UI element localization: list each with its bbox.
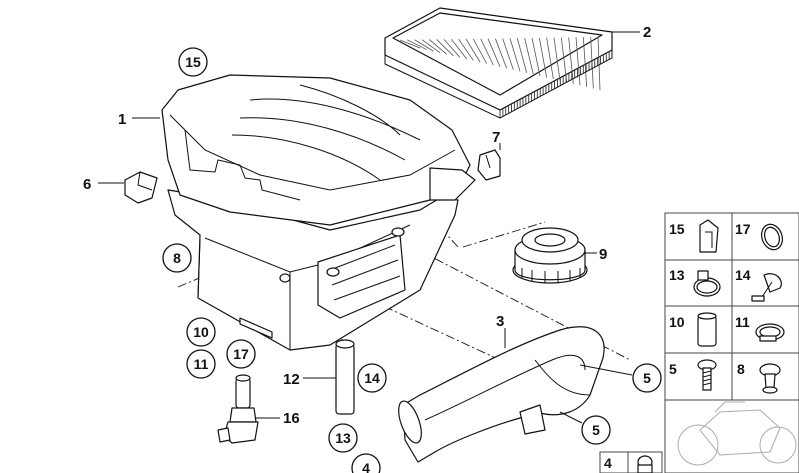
grommet-icon — [637, 455, 653, 473]
panel-number-p15: 15 — [669, 221, 685, 237]
callout-circle — [351, 453, 381, 473]
callout-circle — [162, 243, 192, 273]
pleat-line — [502, 38, 514, 70]
callout-circle — [186, 349, 216, 379]
pleat-line — [407, 39, 427, 50]
pleat-line — [443, 39, 461, 58]
panel-number-p11: 11 — [735, 314, 750, 330]
clip-icon — [699, 219, 719, 253]
callout-circle — [632, 363, 662, 393]
circled-callouts: 15 8 10 11 17 14 13 5 5 4 — [162, 47, 662, 473]
callout-c6: 6 — [83, 176, 91, 193]
circled-callout-cc10: 10 — [186, 317, 216, 347]
pleat-line — [509, 38, 521, 72]
pleat-line — [451, 38, 467, 60]
pleat-line — [399, 39, 421, 49]
screw-icon — [697, 359, 717, 391]
circled-callout-cc8: 8 — [162, 243, 192, 273]
callout-c16: 16 — [283, 410, 300, 427]
parts-panel-numbers: 15 17 13 14 10 11 5 8 4 — [604, 221, 751, 471]
callout-circle — [186, 317, 216, 347]
pleat-line — [546, 37, 554, 80]
callout-number: 8 — [173, 250, 181, 266]
clamp-icon — [755, 323, 785, 342]
callout-circle — [178, 47, 208, 77]
panel-number-p17: 17 — [735, 221, 751, 237]
pleat-line — [516, 38, 528, 73]
pleat-line — [487, 38, 501, 67]
pleat-line — [421, 39, 441, 53]
panel-number-p5: 5 — [669, 361, 677, 377]
callout-number: 13 — [335, 430, 351, 446]
circled-callout-cc14: 14 — [357, 363, 387, 393]
intake-silencer-housing — [167, 189, 459, 351]
callout-number: 10 — [193, 324, 209, 340]
callout-c12: 12 — [283, 371, 300, 388]
callout-number: 14 — [364, 370, 380, 386]
sleeve-icon — [697, 312, 717, 347]
temperature-sensor — [217, 374, 259, 444]
rubber-mount-icon — [759, 363, 781, 394]
circled-callout-cc5a: 5 — [632, 363, 662, 393]
callout-c7: 7 — [492, 129, 500, 146]
leader-lines — [98, 31, 640, 424]
panel-number-p13: 13 — [669, 267, 685, 283]
callout-circle — [581, 415, 611, 445]
hose-clamp-icon — [693, 270, 721, 297]
callout-circle — [226, 339, 256, 369]
circled-callout-cc13: 13 — [328, 423, 358, 453]
pleat-line — [414, 39, 434, 52]
callout-number: 17 — [233, 346, 249, 362]
o-ring-icon — [761, 223, 783, 251]
callout-c2: 2 — [643, 24, 651, 41]
pleat-line — [575, 37, 581, 86]
intake-duct — [398, 326, 605, 463]
circled-callout-cc5b: 5 — [581, 415, 611, 445]
pleat-line — [465, 38, 481, 63]
parts-panel — [599, 212, 799, 473]
pleat-line — [436, 39, 454, 57]
pleat-line — [597, 36, 601, 91]
pleat-line — [458, 38, 474, 61]
pleat-line — [494, 38, 508, 69]
callout-number: 4 — [362, 460, 370, 473]
callout-number: 5 — [592, 422, 600, 438]
motorcycle-thumbnail — [677, 401, 797, 466]
callout-c3: 3 — [496, 313, 504, 330]
pleat-line — [538, 37, 548, 78]
filter-pleats — [399, 36, 613, 118]
clip-part-6 — [124, 171, 158, 204]
callout-number: 5 — [643, 370, 651, 386]
panel-number-p14: 14 — [735, 267, 751, 283]
cable-holder-icon — [751, 273, 782, 302]
pleat-line — [553, 37, 561, 81]
rubber-mount-7 — [477, 149, 501, 181]
pleat-line — [429, 39, 447, 55]
circled-callout-cc11: 11 — [186, 349, 216, 379]
callout-c1: 1 — [118, 111, 126, 128]
sleeve-part — [335, 339, 355, 415]
pleat-line — [531, 37, 541, 77]
pleat-line — [472, 38, 488, 64]
panel-number-p4: 4 — [604, 455, 612, 471]
pleat-line — [524, 38, 534, 75]
callout-number: 15 — [185, 54, 201, 70]
callout-number: 11 — [194, 356, 209, 372]
callout-circle — [328, 423, 358, 453]
callout-circle — [357, 363, 387, 393]
circled-callout-cc17: 17 — [226, 339, 256, 369]
circled-callout-cc4: 4 — [351, 453, 381, 473]
pleat-line — [568, 37, 574, 84]
pleat-line — [582, 37, 588, 87]
panel-number-p10: 10 — [669, 314, 685, 330]
grommet-9 — [512, 227, 588, 284]
air-filter-element — [384, 7, 613, 119]
intake-silencer-cover — [161, 74, 476, 226]
circled-callout-cc15: 15 — [178, 47, 208, 77]
callout-c9: 9 — [599, 246, 607, 263]
pleat-line — [480, 38, 494, 66]
panel-number-p8: 8 — [737, 361, 745, 377]
